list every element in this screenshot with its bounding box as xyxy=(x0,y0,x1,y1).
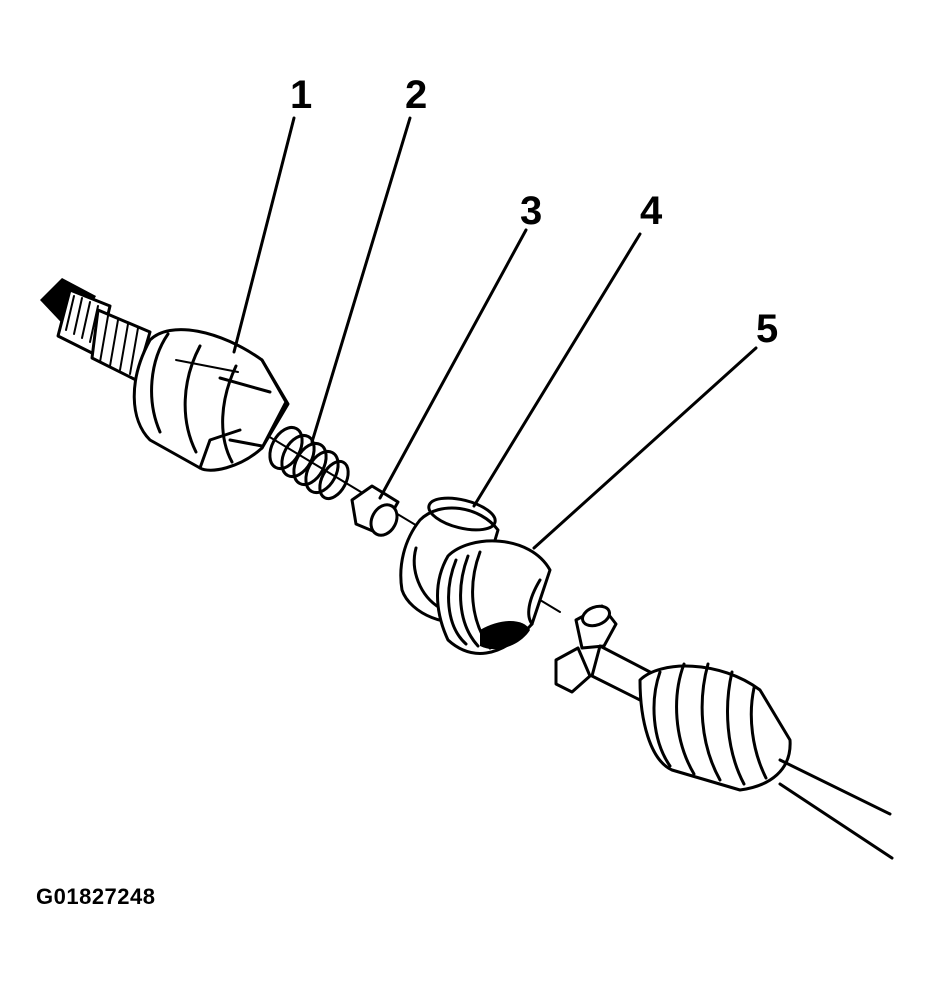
part-1-housing xyxy=(40,278,290,472)
callout-1: 1 xyxy=(290,73,312,117)
leader-lines xyxy=(232,116,758,550)
part-2-spring xyxy=(268,425,350,501)
part-3-spacer xyxy=(350,484,400,537)
figure-id-label: G01827248 xyxy=(36,884,156,909)
leader-3 xyxy=(378,228,528,500)
shaft-assembly xyxy=(554,604,894,860)
leader-4 xyxy=(472,232,642,508)
callout-4: 4 xyxy=(640,189,663,233)
leader-2 xyxy=(310,116,412,444)
callout-5: 5 xyxy=(756,307,778,351)
part-5-boot-end xyxy=(436,539,552,655)
leader-1 xyxy=(232,116,296,354)
callout-3: 3 xyxy=(520,189,542,233)
callout-2: 2 xyxy=(405,73,427,117)
leader-5 xyxy=(532,346,758,550)
